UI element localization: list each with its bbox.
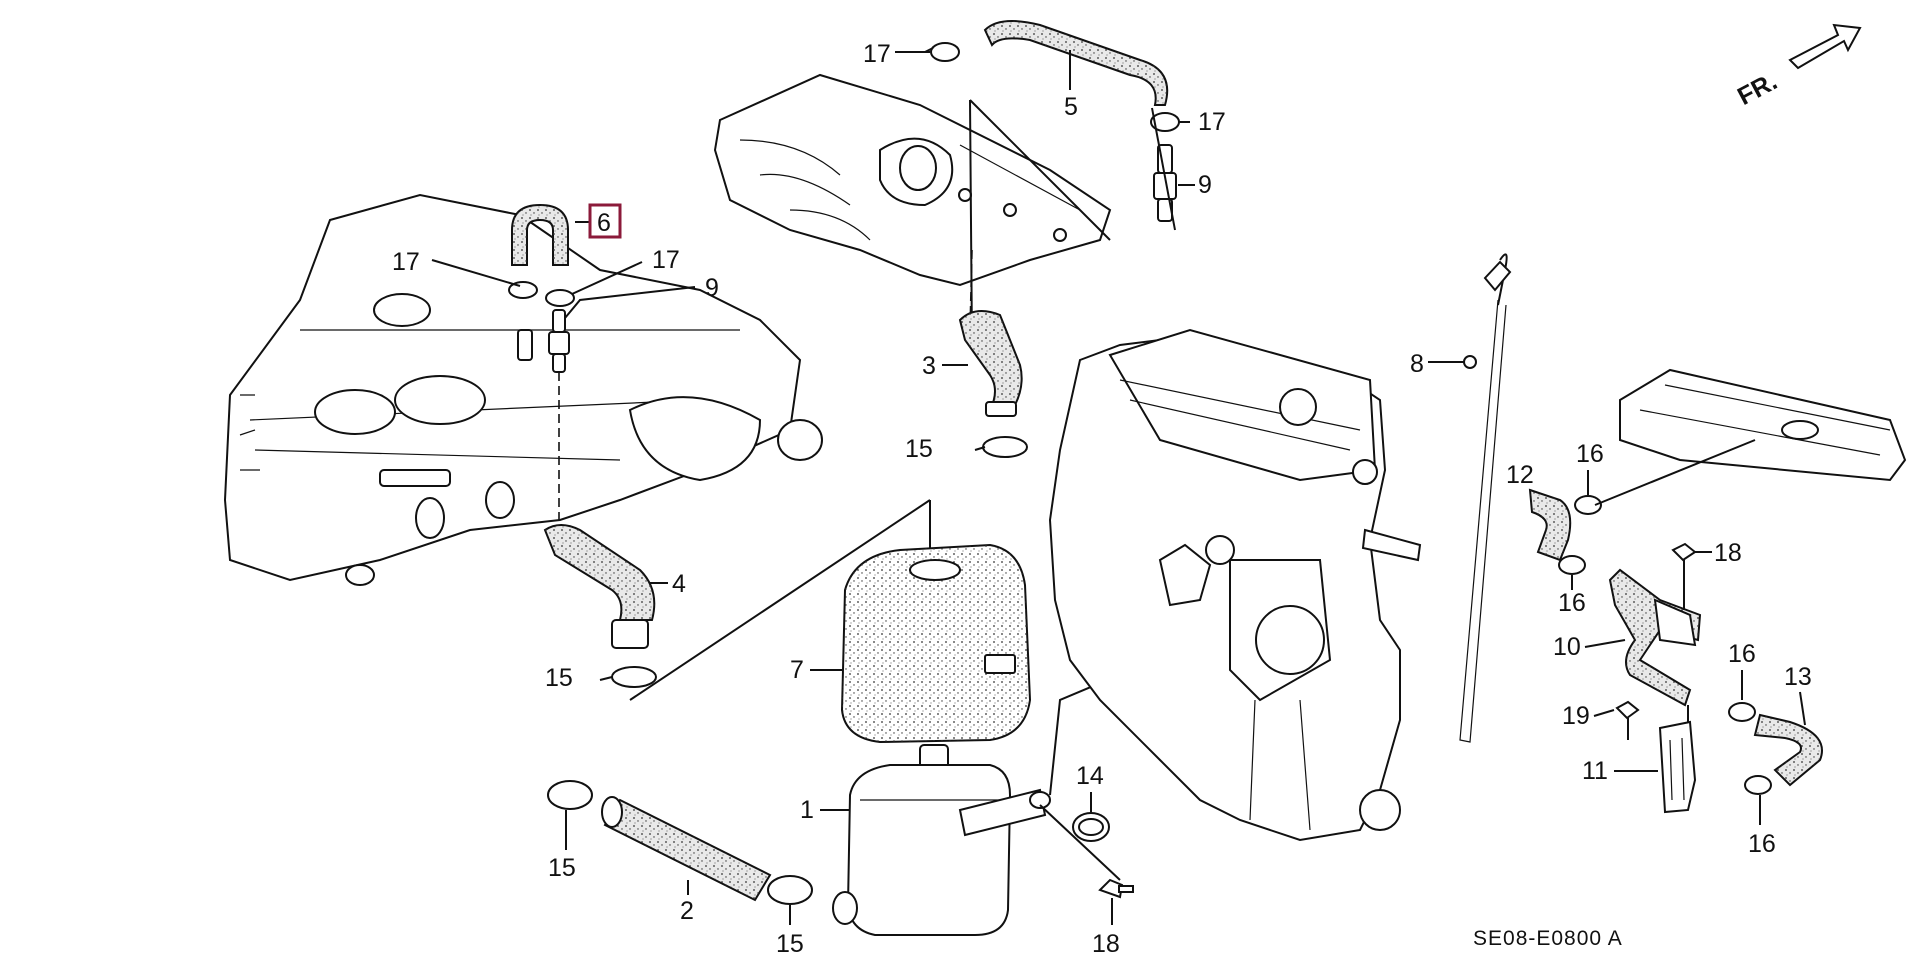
callout-13[interactable]: 13 [1784, 663, 1812, 691]
front-arrow-label: FR. [1733, 67, 1782, 111]
callout-19[interactable]: 19 [1562, 702, 1590, 730]
leader-10 [1584, 639, 1626, 648]
callout-15-hose2-right[interactable]: 15 [776, 930, 804, 958]
callout-12[interactable]: 12 [1506, 461, 1534, 489]
clamp-15-hose4 [599, 666, 657, 688]
callout-17-left-b[interactable]: 17 [652, 246, 680, 274]
front-direction-arrow: FR. [1733, 23, 1862, 111]
callout-17-left-a[interactable]: 17 [392, 248, 420, 276]
callout-1[interactable]: 1 [800, 796, 814, 824]
callout-10[interactable]: 10 [1553, 633, 1581, 661]
callout-8[interactable]: 8 [1410, 350, 1424, 378]
bolt-19 [1615, 700, 1640, 740]
callout-18-bottom[interactable]: 18 [1092, 930, 1120, 958]
callout-16-c[interactable]: 16 [1728, 640, 1756, 668]
breather-pipe-10 [1608, 568, 1702, 707]
leader-17-left-b [571, 261, 643, 295]
nipple-left [517, 329, 533, 361]
oil-separator-7 [840, 543, 1032, 744]
breather-hose-13 [1753, 713, 1823, 787]
callout-17-top-right[interactable]: 17 [1198, 108, 1226, 136]
callout-3[interactable]: 3 [922, 352, 936, 380]
diagram-code: SE08-E0800 A [1473, 927, 1623, 950]
leader-17-left-a [431, 259, 521, 287]
highlight-box-6 [588, 203, 622, 239]
clamp-15-hose2-right [767, 875, 813, 905]
breather-hose-4 [543, 524, 656, 649]
clamp-16-hose12-top [1574, 495, 1602, 515]
callout-9-left[interactable]: 9 [705, 274, 719, 302]
callout-16-a[interactable]: 16 [1576, 440, 1604, 468]
callout-15-hose2-left[interactable]: 15 [548, 854, 576, 882]
guide-line-9-top [1151, 107, 1176, 231]
breather-hose-3 [958, 310, 1023, 417]
intake-manifold-upper [713, 73, 1112, 287]
breather-hose-6 [511, 203, 569, 266]
clamp-15-hose3 [974, 436, 1028, 458]
callout-16-b[interactable]: 16 [1558, 589, 1586, 617]
leader-13 [1799, 691, 1806, 726]
valve-cover [1619, 368, 1907, 482]
callout-5[interactable]: 5 [1064, 93, 1078, 121]
breather-hose-12 [1528, 488, 1572, 562]
callout-15-hose4[interactable]: 15 [545, 664, 573, 692]
oil-separator-1 [832, 744, 1051, 936]
bolt-18-bottom [1098, 878, 1134, 899]
dipstick-8 [1459, 253, 1512, 743]
callout-7[interactable]: 7 [790, 656, 804, 684]
pcv-valve-9-left [548, 309, 570, 373]
clamp-17-left-b [545, 289, 575, 307]
callout-18-right[interactable]: 18 [1714, 539, 1742, 567]
guide-line-3 [969, 99, 1111, 346]
callout-4[interactable]: 4 [672, 570, 686, 598]
clamp-16-hose13-bottom [1744, 775, 1772, 795]
callout-16-d[interactable]: 16 [1748, 830, 1776, 858]
callout-17-top-left[interactable]: 17 [863, 40, 891, 68]
drain-hose-2 [601, 796, 772, 902]
leader-valve-cover-16 [1594, 439, 1756, 506]
clamp-15-hose2-left [547, 780, 593, 810]
bolt-18-right [1671, 542, 1697, 610]
callout-9-top[interactable]: 9 [1198, 171, 1212, 199]
callout-15-hose3[interactable]: 15 [905, 435, 933, 463]
clamp-17-left-a [508, 281, 538, 299]
bracket-11 [1658, 720, 1697, 814]
callout-6[interactable]: 6 [597, 209, 611, 237]
leader-9-left [564, 286, 696, 319]
gasket-14 [1072, 812, 1110, 842]
pcv-valve-9-top [1153, 144, 1177, 222]
clamp-16-hose12-bottom [1558, 555, 1586, 575]
callout-2[interactable]: 2 [680, 897, 694, 925]
pcv-hose-5 [983, 20, 1169, 106]
callout-14[interactable]: 14 [1076, 762, 1104, 790]
callout-11[interactable]: 11 [1582, 757, 1608, 785]
engine-block [1048, 328, 1422, 842]
clamp-16-hose13-top [1728, 702, 1756, 722]
clamp-17-top-right [1150, 112, 1190, 132]
clamp-17-top-left [924, 42, 960, 62]
leader-19 [1593, 709, 1615, 717]
